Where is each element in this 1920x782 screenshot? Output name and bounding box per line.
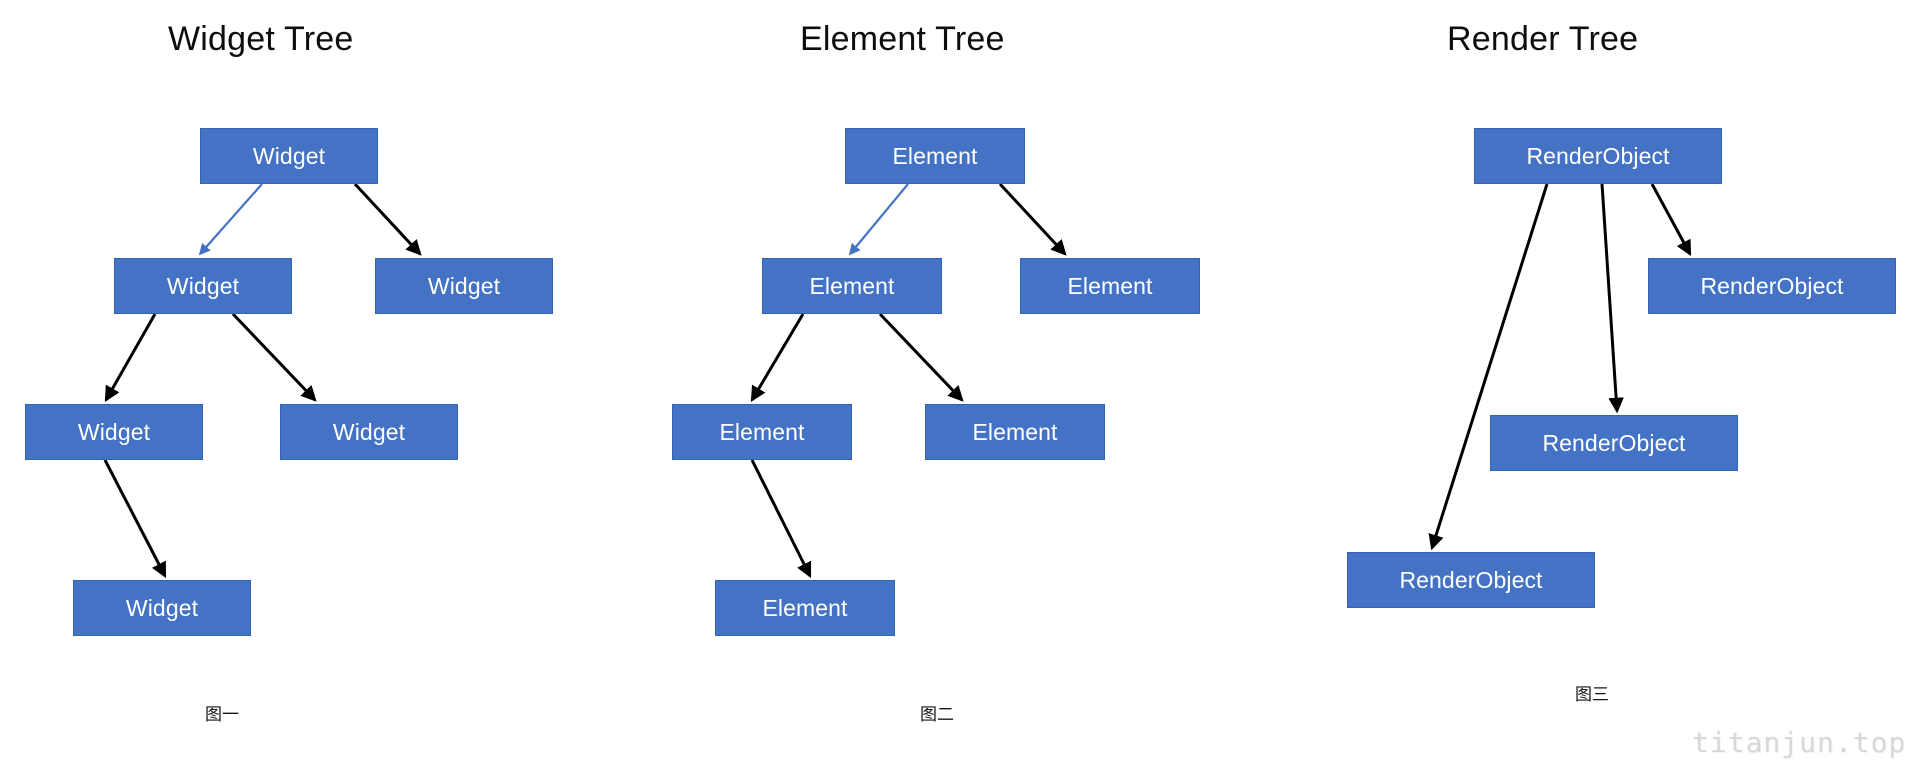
node-e-l2: Element xyxy=(672,404,852,460)
edge-e-l1-to-e-l2 xyxy=(750,313,805,403)
node-r-root: RenderObject xyxy=(1474,128,1722,184)
site-watermark: titanjun.top xyxy=(1692,726,1907,759)
tree-title-render-tree: Render Tree xyxy=(1447,20,1639,58)
node-e-l1: Element xyxy=(762,258,942,314)
edge-e-l2-to-e-l3 xyxy=(750,459,812,579)
edge-w-l2-to-w-l3 xyxy=(103,459,167,579)
edge-w-root-to-w-r1 xyxy=(353,182,422,256)
figure-caption-widget-tree: 图一 xyxy=(205,705,239,725)
node-e-l3: Element xyxy=(715,580,895,636)
edge-e-root-to-e-l1 xyxy=(848,183,909,256)
edge-w-root-to-w-l1 xyxy=(198,183,263,256)
node-e-r1: Element xyxy=(1020,258,1200,314)
node-w-r1: Widget xyxy=(375,258,553,314)
edge-r-root-to-r-left xyxy=(1428,183,1549,551)
figure-caption-render-tree: 图三 xyxy=(1575,685,1609,705)
node-e-r2: Element xyxy=(925,404,1105,460)
node-w-r2: Widget xyxy=(280,404,458,460)
node-w-l2: Widget xyxy=(25,404,203,460)
figure-caption-element-tree: 图二 xyxy=(920,705,954,725)
edge-e-l1-to-e-r2 xyxy=(878,312,964,402)
edge-r-root-to-r-right xyxy=(1650,183,1692,257)
node-w-root: Widget xyxy=(200,128,378,184)
edge-r-root-to-r-mid xyxy=(1600,183,1624,414)
node-e-root: Element xyxy=(845,128,1025,184)
node-w-l3: Widget xyxy=(73,580,251,636)
edge-w-l1-to-w-r2 xyxy=(231,312,317,402)
tree-title-widget-tree: Widget Tree xyxy=(168,20,354,58)
edge-e-root-to-e-r1 xyxy=(998,182,1067,256)
node-r-right: RenderObject xyxy=(1648,258,1896,314)
node-r-mid: RenderObject xyxy=(1490,415,1738,471)
node-r-left: RenderObject xyxy=(1347,552,1595,608)
node-w-l1: Widget xyxy=(114,258,292,314)
edge-w-l1-to-w-l2 xyxy=(104,313,157,403)
tree-title-element-tree: Element Tree xyxy=(800,20,1005,58)
